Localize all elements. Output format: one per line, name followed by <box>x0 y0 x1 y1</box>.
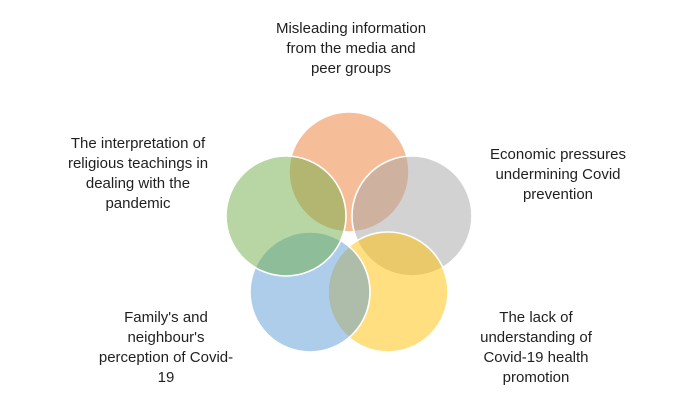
label-lack-of-understanding: The lack of understanding of Covid-19 he… <box>480 309 592 386</box>
venn-circle-religious-teachings <box>225 155 347 277</box>
label-family-perception: Family's and neighbour's perception of C… <box>98 309 234 386</box>
label-economic-pressures: Economic pressures undermining Covid pre… <box>490 146 626 203</box>
label-misleading-media: Misleading information from the media an… <box>275 20 427 77</box>
label-religious-teachings: The interpretation of religious teaching… <box>67 135 209 212</box>
